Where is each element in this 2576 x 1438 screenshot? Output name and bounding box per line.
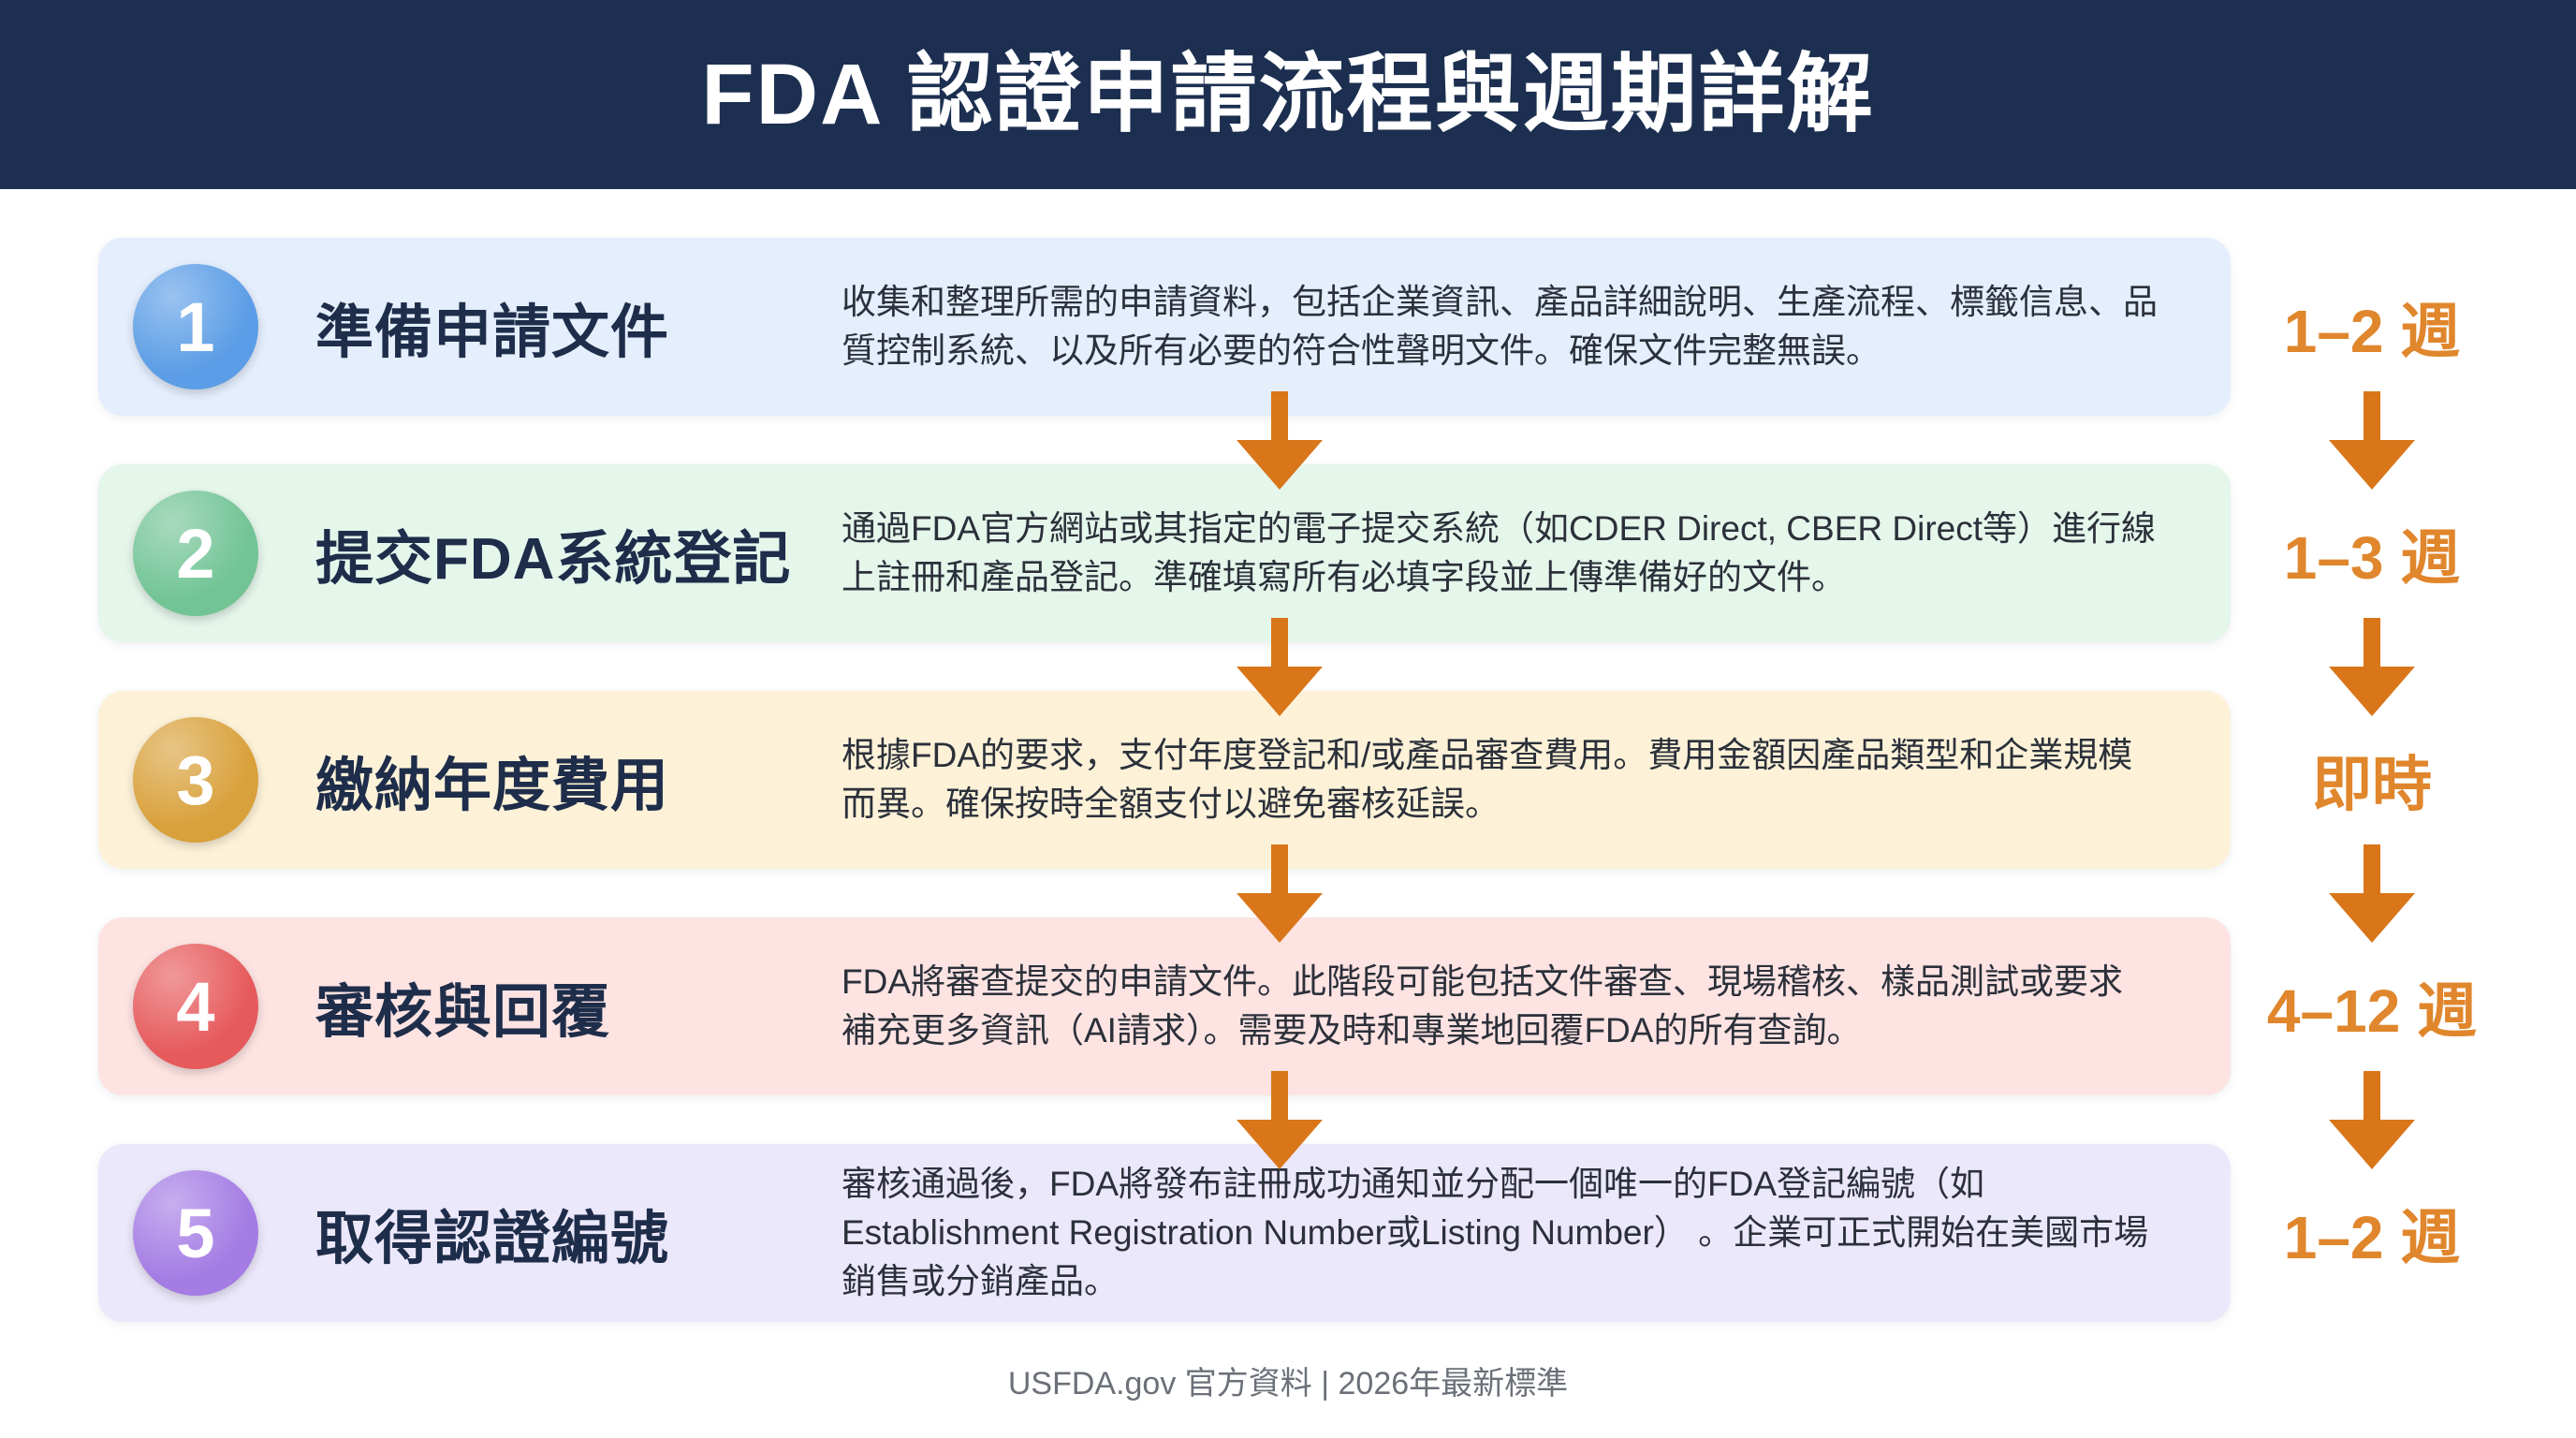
step-description-line: 審核通過後，FDA將發布註冊成功通知並分配一個唯一的FDA登記編號（如 xyxy=(842,1165,1984,1203)
step-duration: 即時 xyxy=(2312,751,2432,818)
step-description-line: 根據FDA的要求，支付年度登記和/或產品審查費用。費用金額因產品類型和企業規模 xyxy=(842,736,2133,774)
step-duration: 4–12 週 xyxy=(2266,977,2478,1045)
step-number: 1 xyxy=(176,287,215,366)
step-card-1: 1 準備申請文件 收集和整理所需的申請資料，包括企業資訊、產品詳細說明、生產流程… xyxy=(98,238,2231,416)
down-arrow-icon xyxy=(1233,618,1326,716)
step-card-4: 4 審核與回覆 FDA將審查提交的申請文件。此階段可能包括文件審查、現場稽核、樣… xyxy=(98,917,2231,1095)
step-number-badge: 2 xyxy=(133,491,258,616)
down-arrow-icon xyxy=(1233,391,1326,490)
step-title: 取得認證編號 xyxy=(315,1207,670,1271)
step-description-line: 而異。確保按時全額支付以避免審核延誤。 xyxy=(842,785,1500,823)
step-number: 4 xyxy=(176,967,215,1046)
step-number-badge: 3 xyxy=(133,717,258,843)
step-description-line: FDA將審查提交的申請文件。此階段可能包括文件審查、現場稽核、樣品測試或要求 xyxy=(842,962,2123,1001)
down-arrow-icon xyxy=(2325,391,2419,490)
step-duration: 1–3 週 xyxy=(2283,524,2461,592)
step-number-badge: 1 xyxy=(133,264,258,389)
step-description-line: 補充更多資訊（AI請求）。需要及時和專業地回覆FDA的所有查詢。 xyxy=(842,1011,1862,1049)
step-description-line: 銷售或分銷產品。 xyxy=(842,1262,1119,1300)
step-number-badge: 4 xyxy=(133,944,258,1069)
down-arrow-icon xyxy=(2325,1071,2419,1169)
step-description-line: 通過FDA官方網站或其指定的電子提交系統（如CDER Direct, CBER … xyxy=(842,509,2156,548)
step-description: 收集和整理所需的申請資料，包括企業資訊、產品詳細說明、生產流程、標籤信息、品 質… xyxy=(842,238,2208,416)
step-title: 提交FDA系統登記 xyxy=(315,527,792,592)
down-arrow-icon xyxy=(1233,1071,1326,1169)
step-title: 準備申請文件 xyxy=(315,301,670,365)
step-description: 通過FDA官方網站或其指定的電子提交系統（如CDER Direct, CBER … xyxy=(842,464,2208,642)
step-title: 審核與回覆 xyxy=(315,980,611,1045)
step-duration: 1–2 週 xyxy=(2283,298,2461,365)
step-number: 5 xyxy=(176,1194,215,1272)
step-card-2: 2 提交FDA系統登記 通過FDA官方網站或其指定的電子提交系統（如CDER D… xyxy=(98,464,2231,642)
step-description: 審核通過後，FDA將發布註冊成功通知並分配一個唯一的FDA登記編號（如 Esta… xyxy=(842,1144,2208,1322)
step-card-3: 3 繳納年度費用 根據FDA的要求，支付年度登記和/或產品審查費用。費用金額因產… xyxy=(98,691,2231,869)
step-duration: 1–2 週 xyxy=(2283,1204,2461,1271)
step-number: 3 xyxy=(176,741,215,819)
step-description-line: 上註冊和產品登記。準確填寫所有必填字段並上傳準備好的文件。 xyxy=(842,558,1846,596)
step-description: FDA將審查提交的申請文件。此階段可能包括文件審查、現場稽核、樣品測試或要求 補… xyxy=(842,917,2208,1095)
step-description-line: Establishment Registration Number或Listin… xyxy=(842,1213,2149,1252)
step-title: 繳納年度費用 xyxy=(315,754,670,818)
step-number-badge: 5 xyxy=(133,1170,258,1296)
down-arrow-icon xyxy=(1233,844,1326,943)
down-arrow-icon xyxy=(2325,844,2419,943)
page-header: FDA 認證申請流程與週期詳解 xyxy=(0,0,2576,189)
down-arrow-icon xyxy=(2325,618,2419,716)
page-title: FDA 認證申請流程與週期詳解 xyxy=(701,47,1875,142)
step-card-5: 5 取得認證編號 審核通過後，FDA將發布註冊成功通知並分配一個唯一的FDA登記… xyxy=(98,1144,2231,1322)
source-footer: USFDA.gov 官方資料 | 2026年最新標準 xyxy=(1007,1366,1569,1401)
step-description-line: 質控制系統、以及所有必要的符合性聲明文件。確保文件完整無誤。 xyxy=(842,331,1881,370)
step-description-line: 收集和整理所需的申請資料，包括企業資訊、產品詳細說明、生產流程、標籤信息、品 xyxy=(842,283,2158,321)
step-description: 根據FDA的要求，支付年度登記和/或產品審查費用。費用金額因產品類型和企業規模 … xyxy=(842,691,2208,869)
step-number: 2 xyxy=(176,514,215,593)
